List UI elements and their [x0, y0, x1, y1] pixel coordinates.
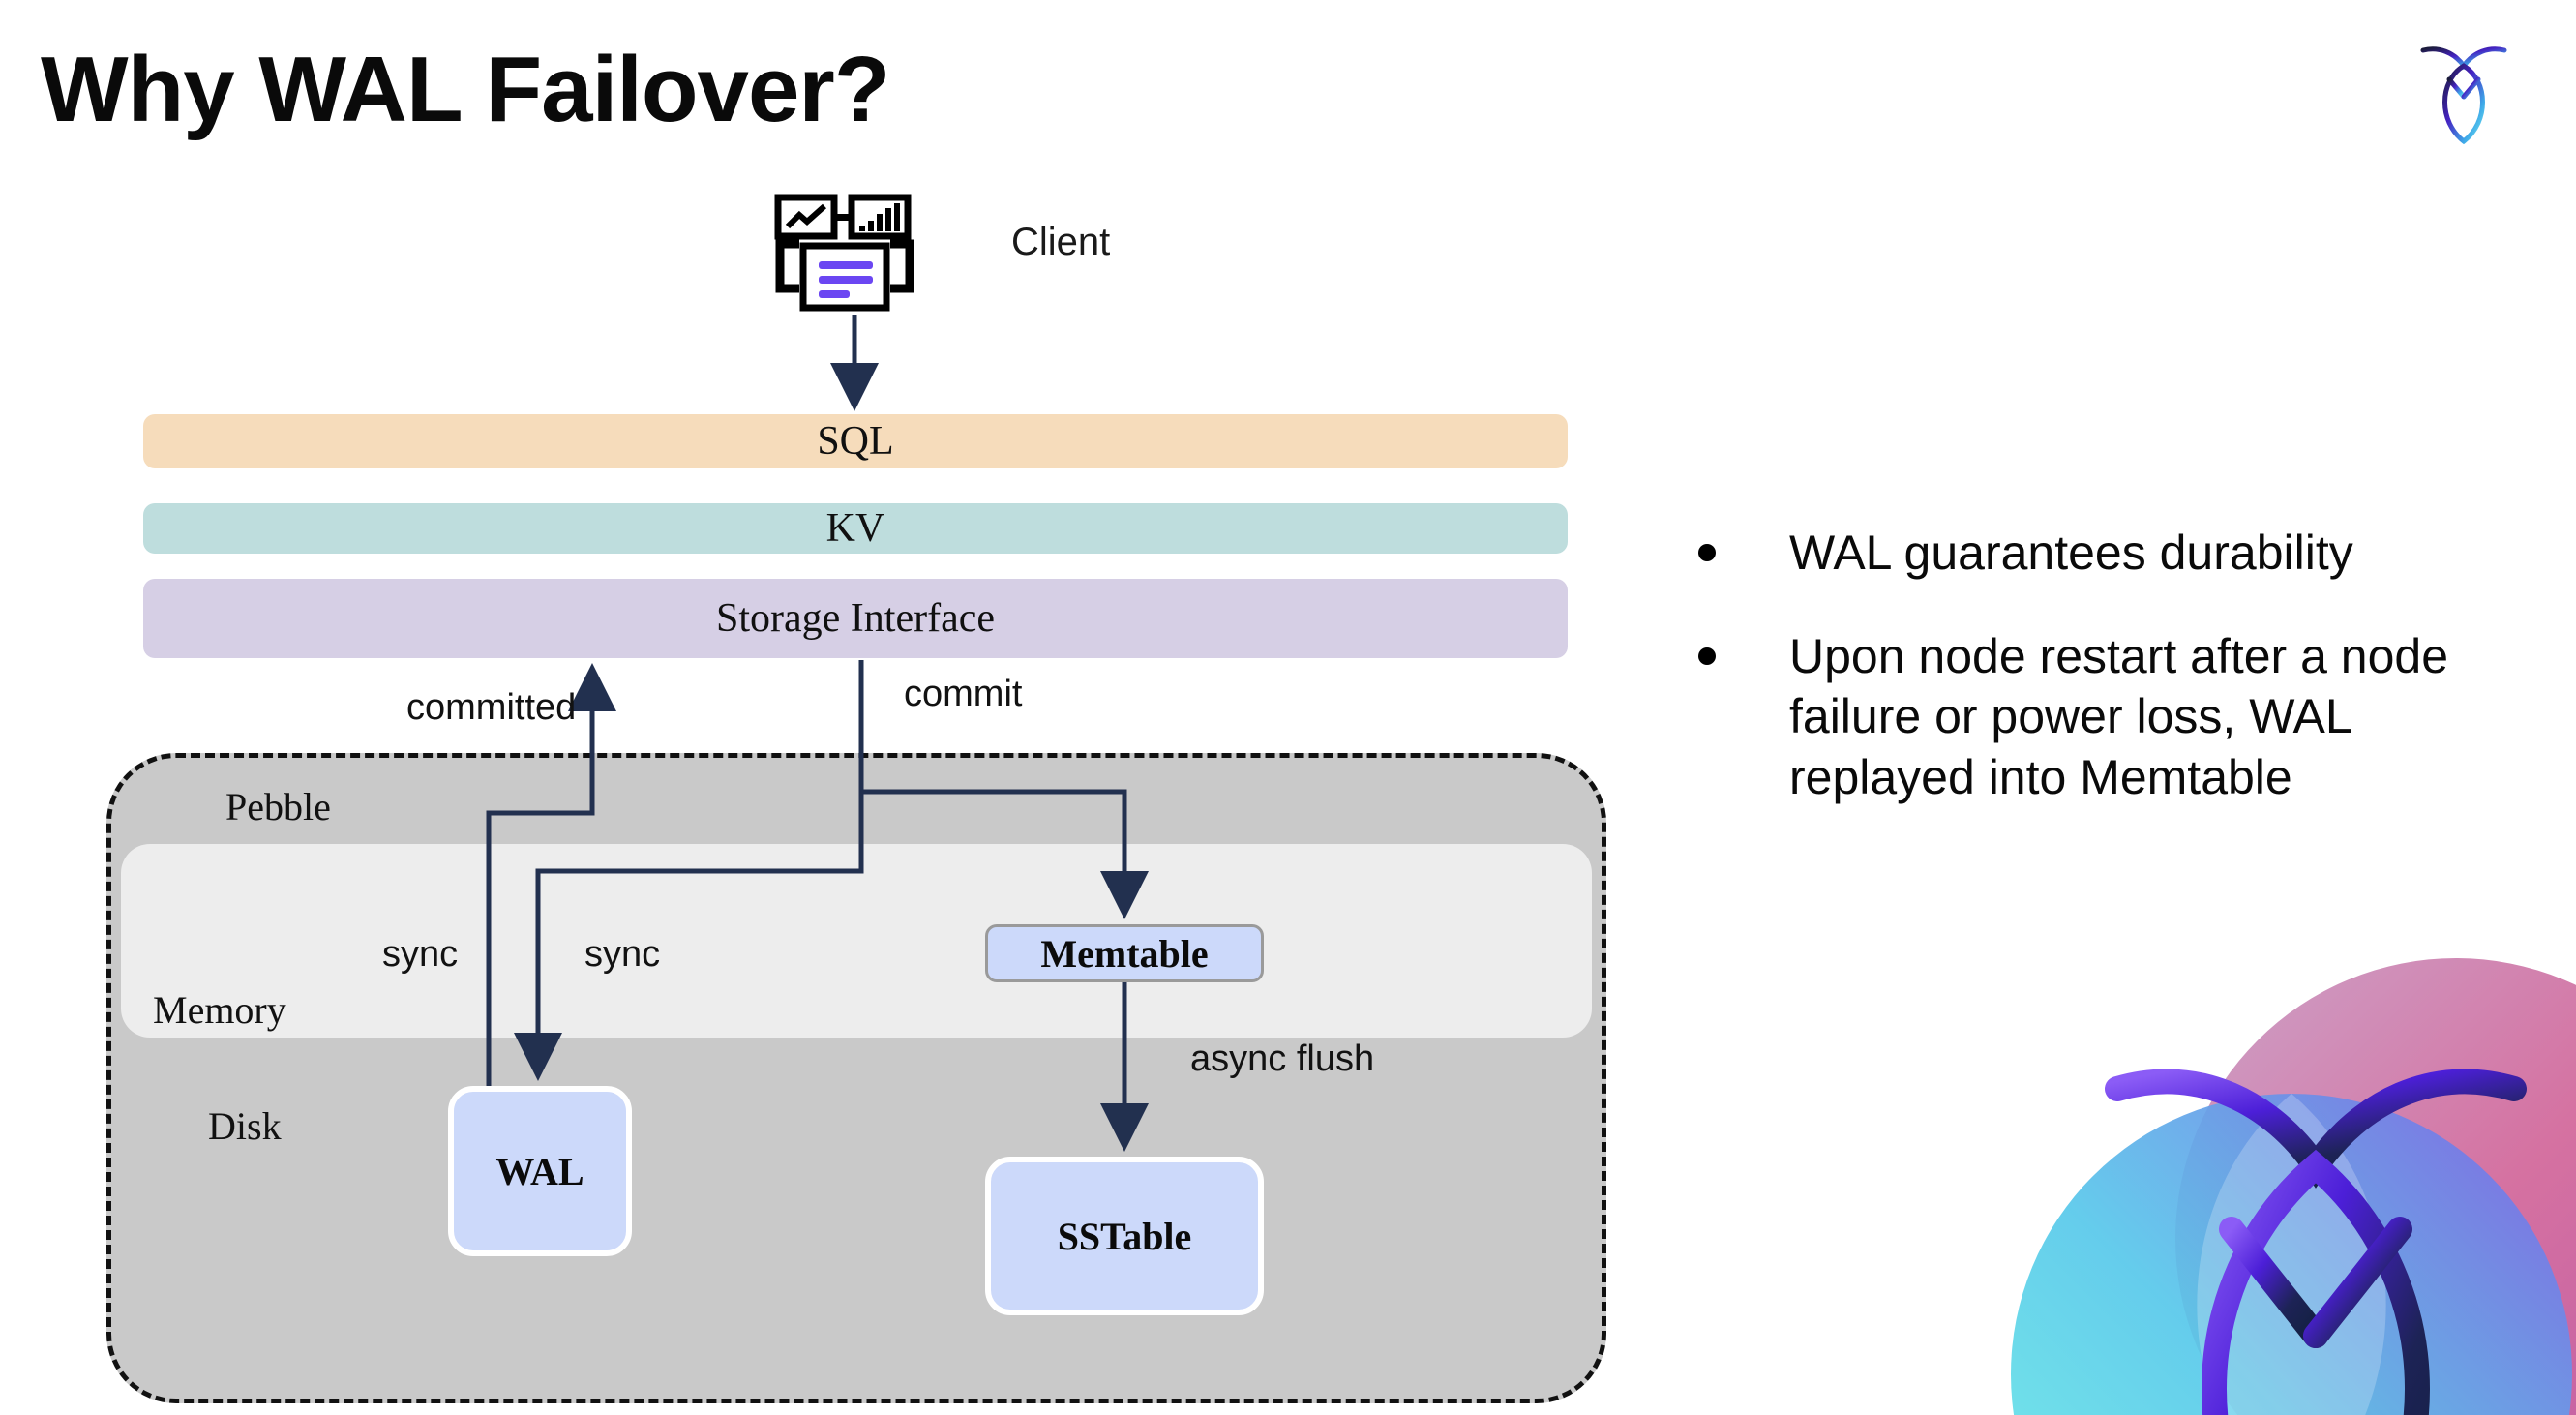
- edge-label-commit: commit: [904, 674, 1023, 714]
- node-memtable-label: Memtable: [1040, 931, 1209, 976]
- bullet-text: WAL guarantees durability: [1789, 526, 2353, 580]
- node-sstable: SSTable: [985, 1157, 1264, 1315]
- layer-bar-sql-label: SQL: [817, 419, 894, 464]
- memory-region: [121, 844, 1592, 1038]
- layer-bar-kv: KV: [143, 503, 1568, 554]
- edge-label-sync-2: sync: [584, 934, 661, 975]
- edge-label-sync-1: sync: [382, 934, 459, 975]
- node-wal: WAL: [448, 1086, 632, 1256]
- memory-label: Memory: [153, 988, 286, 1032]
- cockroachdb-logo: [2417, 37, 2510, 145]
- pebble-label: Pebble: [225, 785, 331, 828]
- list-item: WAL guarantees durability: [1698, 523, 2501, 584]
- edge-label-async-flush: async flush: [1190, 1039, 1375, 1079]
- list-item: Upon node restart after a node failure o…: [1698, 626, 2501, 808]
- bullet-text: Upon node restart after a node failure o…: [1789, 628, 2449, 804]
- architecture-diagram: Client SQL KV Storage Interface Pebble M…: [106, 194, 1606, 1403]
- bullet-dot-icon: [1698, 647, 1716, 665]
- disk-label: Disk: [208, 1104, 282, 1148]
- page-title: Why WAL Failover?: [41, 38, 890, 141]
- node-wal-label: WAL: [495, 1149, 584, 1193]
- bullet-dot-icon: [1698, 544, 1716, 561]
- layer-bar-storage-interface: Storage Interface: [143, 579, 1568, 658]
- node-sstable-label: SSTable: [1057, 1214, 1192, 1258]
- client-label: Client: [1011, 221, 1111, 263]
- node-memtable: Memtable: [985, 924, 1264, 982]
- layer-bar-kv-label: KV: [825, 506, 885, 551]
- layer-bar-storage-interface-label: Storage Interface: [716, 596, 995, 641]
- bullet-list: WAL guarantees durability Upon node rest…: [1698, 523, 2501, 850]
- client-monitor-icon: [774, 194, 929, 315]
- layer-bar-sql: SQL: [143, 414, 1568, 468]
- decorative-brand-art: [1972, 919, 2576, 1415]
- edge-label-committed: committed: [406, 687, 577, 728]
